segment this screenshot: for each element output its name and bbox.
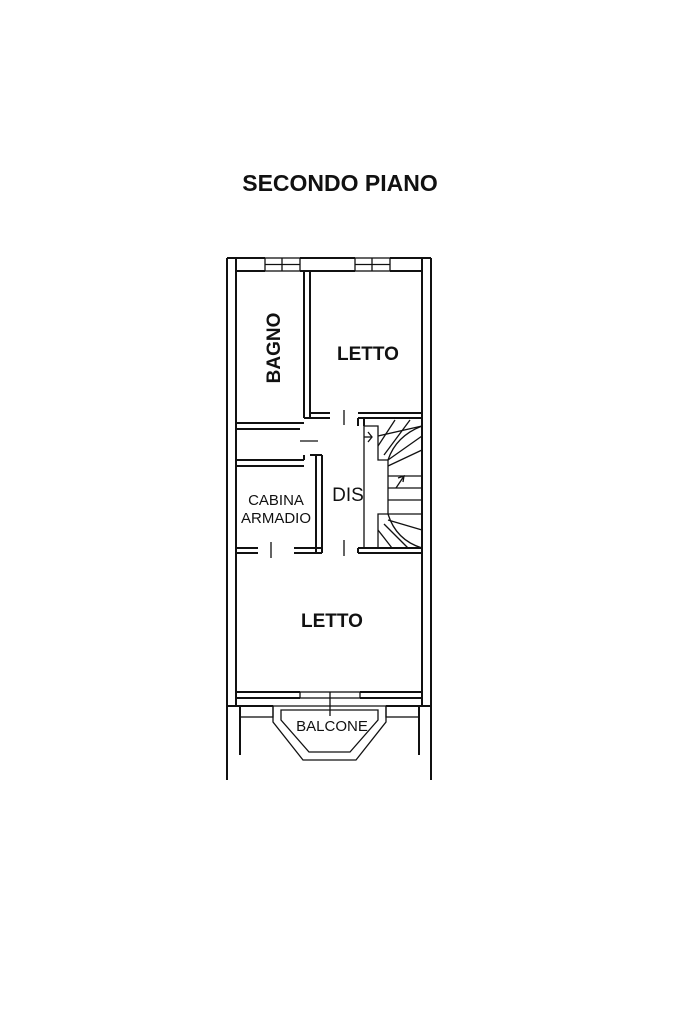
staircase — [363, 419, 423, 549]
room-label-cabina-line1: CABINA — [248, 492, 304, 509]
floor-title: SECONDO PIANO — [242, 170, 438, 196]
outer-walls — [226, 257, 432, 780]
room-label-dis: DIS — [332, 485, 364, 506]
room-label-cabina-line2: ARMADIO — [241, 510, 311, 527]
room-label-letto-top: LETTO — [337, 344, 399, 365]
balcony — [227, 705, 431, 761]
window-bagno — [264, 257, 301, 272]
room-label-letto-bottom: LETTO — [301, 611, 363, 632]
bottom-walls — [236, 691, 422, 716]
room-label-bagno: BAGNO — [264, 313, 285, 384]
window-letto-top — [354, 257, 391, 272]
room-label-balcone: BALCONE — [296, 718, 368, 735]
interior-walls — [236, 271, 422, 558]
